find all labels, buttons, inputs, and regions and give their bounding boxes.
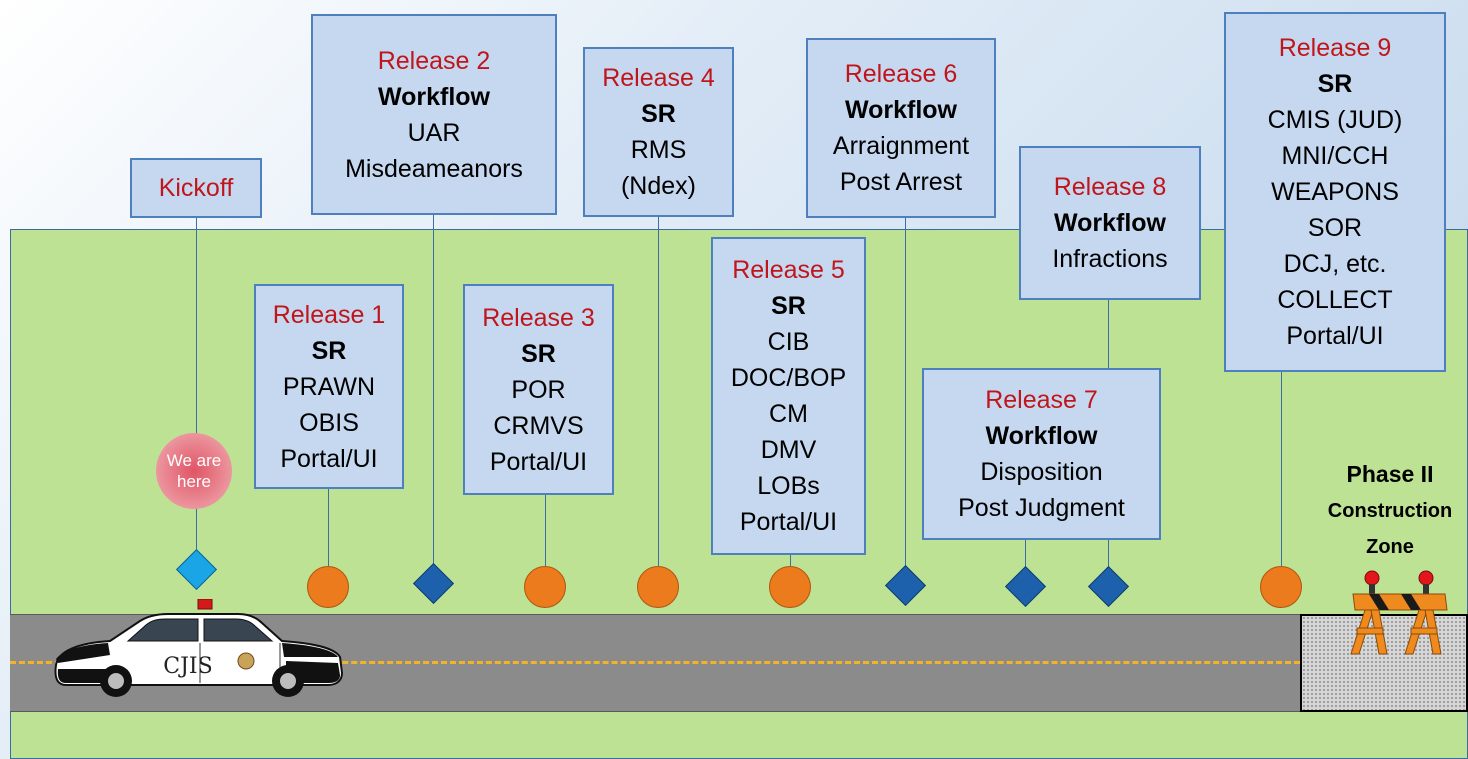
release-5-item: Portal/UI [739, 508, 838, 536]
release-5-type: SR [771, 292, 806, 320]
release-4-stem [658, 216, 659, 566]
we-are-here-marker: We are here [156, 433, 232, 509]
release-5-item: LOBs [757, 472, 820, 500]
release-9-circle-icon [1260, 566, 1302, 608]
release-2-item: Misdeameanors [345, 154, 523, 183]
release-4-circle-icon [637, 566, 679, 608]
release-1-item: OBIS [299, 408, 359, 437]
release-2-title: Release 2 [377, 46, 491, 75]
release-1-circle-icon [307, 566, 349, 608]
release-3-stem [545, 494, 546, 566]
release-1-item: Portal/UI [280, 444, 378, 473]
kickoff-box: Kickoff [130, 158, 262, 218]
release-7-title: Release 7 [985, 386, 1098, 414]
phase-title: Phase II [1346, 461, 1434, 487]
lane-marking [10, 661, 1300, 664]
release-6-stem [905, 217, 906, 567]
release-7-type: Workflow [985, 422, 1098, 450]
release-9-box: Release 9 SR CMIS (JUD) MNI/CCH WEAPONS … [1224, 12, 1446, 372]
phase-subtitle-1: Construction [1327, 500, 1453, 522]
phase-subtitle-2: Zone [1366, 536, 1414, 558]
release-2-box: Release 2 Workflow UAR Misdeameanors [311, 14, 557, 215]
release-5-circle-icon [769, 566, 811, 608]
release-8-box: Release 8 Workflow Infractions [1019, 146, 1201, 300]
release-1-item: PRAWN [282, 372, 376, 401]
release-1-type: SR [311, 336, 347, 365]
release-5-item: DMV [760, 436, 817, 464]
construction-zone-label: Phase II Construction Zone [1312, 455, 1468, 565]
release-3-circle-icon [524, 566, 566, 608]
release-9-item: MNI/CCH [1281, 142, 1389, 170]
release-8-type: Workflow [1053, 209, 1167, 237]
release-5-stem [790, 555, 791, 566]
release-3-title: Release 3 [482, 303, 595, 332]
release-7-item: Disposition [980, 458, 1103, 486]
release-5-item: DOC/BOP [730, 364, 847, 392]
release-5-title: Release 5 [732, 256, 845, 284]
release-3-item: Portal/UI [489, 447, 588, 476]
release-9-item: WEAPONS [1271, 178, 1399, 206]
release-1-box: Release 1 SR PRAWN OBIS Portal/UI [254, 284, 404, 489]
release-8-item: Infractions [1052, 245, 1168, 273]
release-3-box: Release 3 SR POR CRMVS Portal/UI [463, 284, 614, 495]
release-7-box: Release 7 Workflow Disposition Post Judg… [922, 368, 1161, 540]
release-9-item: DCJ, etc. [1283, 250, 1387, 278]
release-6-box: Release 6 Workflow Arraignment Post Arre… [806, 38, 996, 218]
release-5-item: CM [769, 400, 808, 428]
release-4-title: Release 4 [602, 64, 715, 92]
release-1-title: Release 1 [272, 300, 386, 329]
release-7-item: Post Judgment [958, 494, 1125, 522]
release-9-item: COLLECT [1277, 286, 1393, 314]
release-3-type: SR [521, 339, 556, 368]
release-9-type: SR [1317, 70, 1353, 98]
release-4-item: (Ndex) [620, 172, 696, 200]
release-1-stem [328, 488, 329, 566]
release-4-item: RMS [630, 136, 687, 164]
release-2-stem [433, 214, 434, 566]
release-6-type: Workflow [844, 96, 958, 124]
release-6-item: Arraignment [832, 132, 970, 160]
release-8-title: Release 8 [1053, 173, 1167, 201]
release-9-item: CMIS (JUD) [1267, 106, 1403, 134]
release-2-type: Workflow [377, 82, 491, 111]
construction-zone-pad [1300, 614, 1468, 712]
release-9-item: Portal/UI [1286, 322, 1384, 350]
police-car-icon: CJIS [54, 599, 344, 697]
we-are-here-line1: We are [166, 451, 222, 470]
release-5-item: CIB [767, 328, 810, 356]
kickoff-label: Kickoff [158, 174, 234, 202]
car-label: CJIS [163, 654, 212, 679]
release-2-item: UAR [407, 118, 461, 147]
release-9-stem [1281, 372, 1282, 566]
release-6-item: Post Arrest [839, 168, 963, 196]
we-are-here-line2: here [176, 472, 212, 491]
release-9-item: SOR [1307, 214, 1363, 242]
release-4-box: Release 4 SR RMS (Ndex) [583, 47, 734, 217]
release-4-type: SR [641, 100, 676, 128]
release-3-item: CRMVS [493, 411, 584, 440]
release-5-box: Release 5 SR CIB DOC/BOP CM DMV LOBs Por… [711, 237, 866, 555]
release-7-stem [1025, 540, 1026, 568]
construction-barrier-icon [1350, 570, 1448, 655]
kickoff-stem [196, 218, 197, 553]
release-3-item: POR [511, 375, 566, 404]
release-9-title: Release 9 [1278, 34, 1392, 62]
release-6-title: Release 6 [844, 60, 958, 88]
